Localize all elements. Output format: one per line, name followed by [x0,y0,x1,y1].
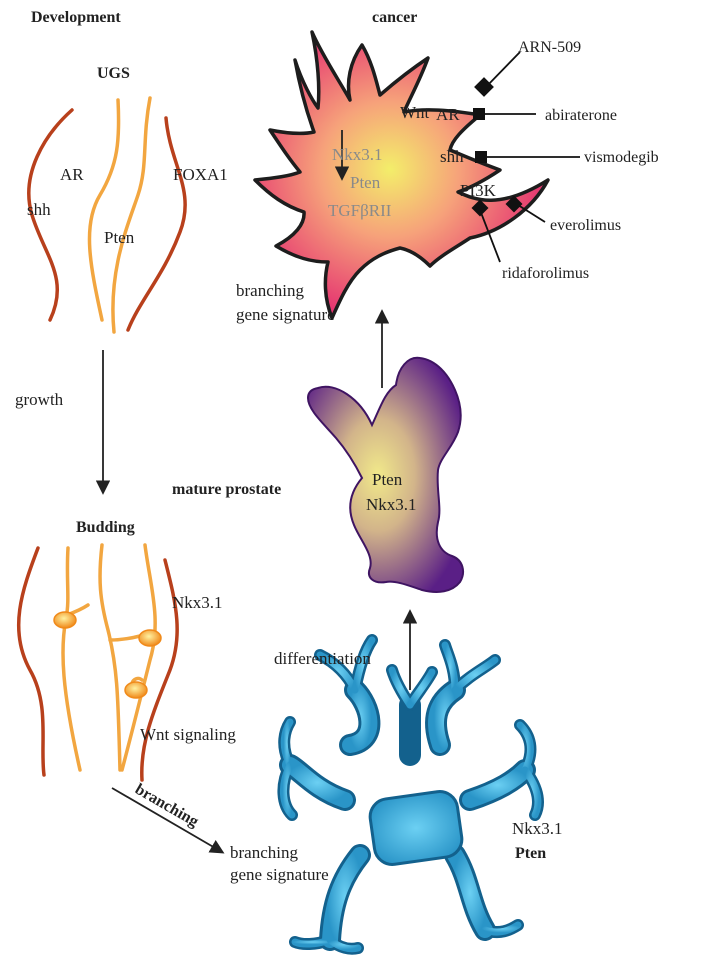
abiraterone-square-icon [473,108,485,120]
growth-label: growth [15,390,64,409]
vismodegib-label: vismodegib [584,149,659,166]
branched-duct-fill [280,636,542,953]
ugs-foxa1-label: FOXA1 [173,165,228,184]
branched-pten-label: Pten [515,845,546,862]
ridaforolimus-diamond-icon [471,199,489,217]
cancer-ar-label: AR [436,105,460,124]
cancer-pten-label: Pten [350,173,381,192]
budding-duct-right [120,543,157,772]
cancer-tgfbrii-label: TGFβRII [328,201,392,220]
ugs-duct-outer-left [27,108,74,322]
ugs-duct-inner-left [87,98,121,322]
budding-duct-outer-left [16,546,46,777]
branching-arrow [111,787,225,854]
arn509-diamond-icon [474,77,494,97]
budding-ducts [16,543,179,782]
bud-2 [138,629,162,647]
budding-nkx31-label: Nkx3.1 [172,593,223,612]
budding-duct-inner-right [98,543,122,772]
branched-nkx31-label: Nkx3.1 [512,819,563,838]
branching-signature-bottom-line2: gene signature [230,865,329,884]
budding-header: Budding [76,519,135,536]
mature-pten-label: Pten [372,470,403,489]
ugs-header: UGS [97,65,130,82]
budding-bud-stalk-2 [108,634,142,642]
everolimus-label: everolimus [550,217,621,234]
cancer-cell-shape [253,30,550,320]
branched-duct-center [368,790,464,866]
cancer-pi3k-label: PI3K [460,181,497,200]
development-header: Development [31,9,121,26]
ugs-ar-label: AR [60,165,84,184]
ugs-duct-inner-right [111,96,152,334]
bud-1 [53,611,77,629]
ridaforolimus-label: ridaforolimus [502,265,589,282]
cancer-shh-label: shh [440,147,464,166]
budding-wnt-label: Wnt signaling [140,725,236,744]
cancer-nkx31-label: Nkx3.1 [332,145,383,164]
mature-nkx31-label: Nkx3.1 [366,495,417,514]
cancer-wnt-label: Wnt [400,103,430,122]
branching-signature-top-line2: gene signature [236,305,335,324]
ridaforolimus-connector [479,209,501,263]
branching-signature-bottom-line1: branching [230,843,298,862]
ugs-duct-outer-right [126,116,187,332]
arn509-label: ARN-509 [518,39,581,56]
differentiation-label: differentiation [274,649,371,668]
cancer-header: cancer [372,9,417,26]
vismodegib-square-icon [475,151,487,163]
everolimus-diamond-icon [505,195,523,213]
mature-prostate-header: mature prostate [172,481,281,498]
mature-prostate-shape [306,356,465,593]
abiraterone-label: abiraterone [545,107,617,124]
budding-duct-outer-right [140,558,179,782]
budding-duct-inner-left [61,546,82,772]
bud-3 [124,681,148,699]
ugs-pten-label: Pten [104,228,135,247]
everolimus-connector [517,204,546,223]
drug-connectors [479,51,580,263]
branching-signature-top-line1: branching [236,281,304,300]
ugs-ducts [27,96,187,334]
ugs-shh-label: shh [27,200,51,219]
arn509-connector [484,51,521,89]
